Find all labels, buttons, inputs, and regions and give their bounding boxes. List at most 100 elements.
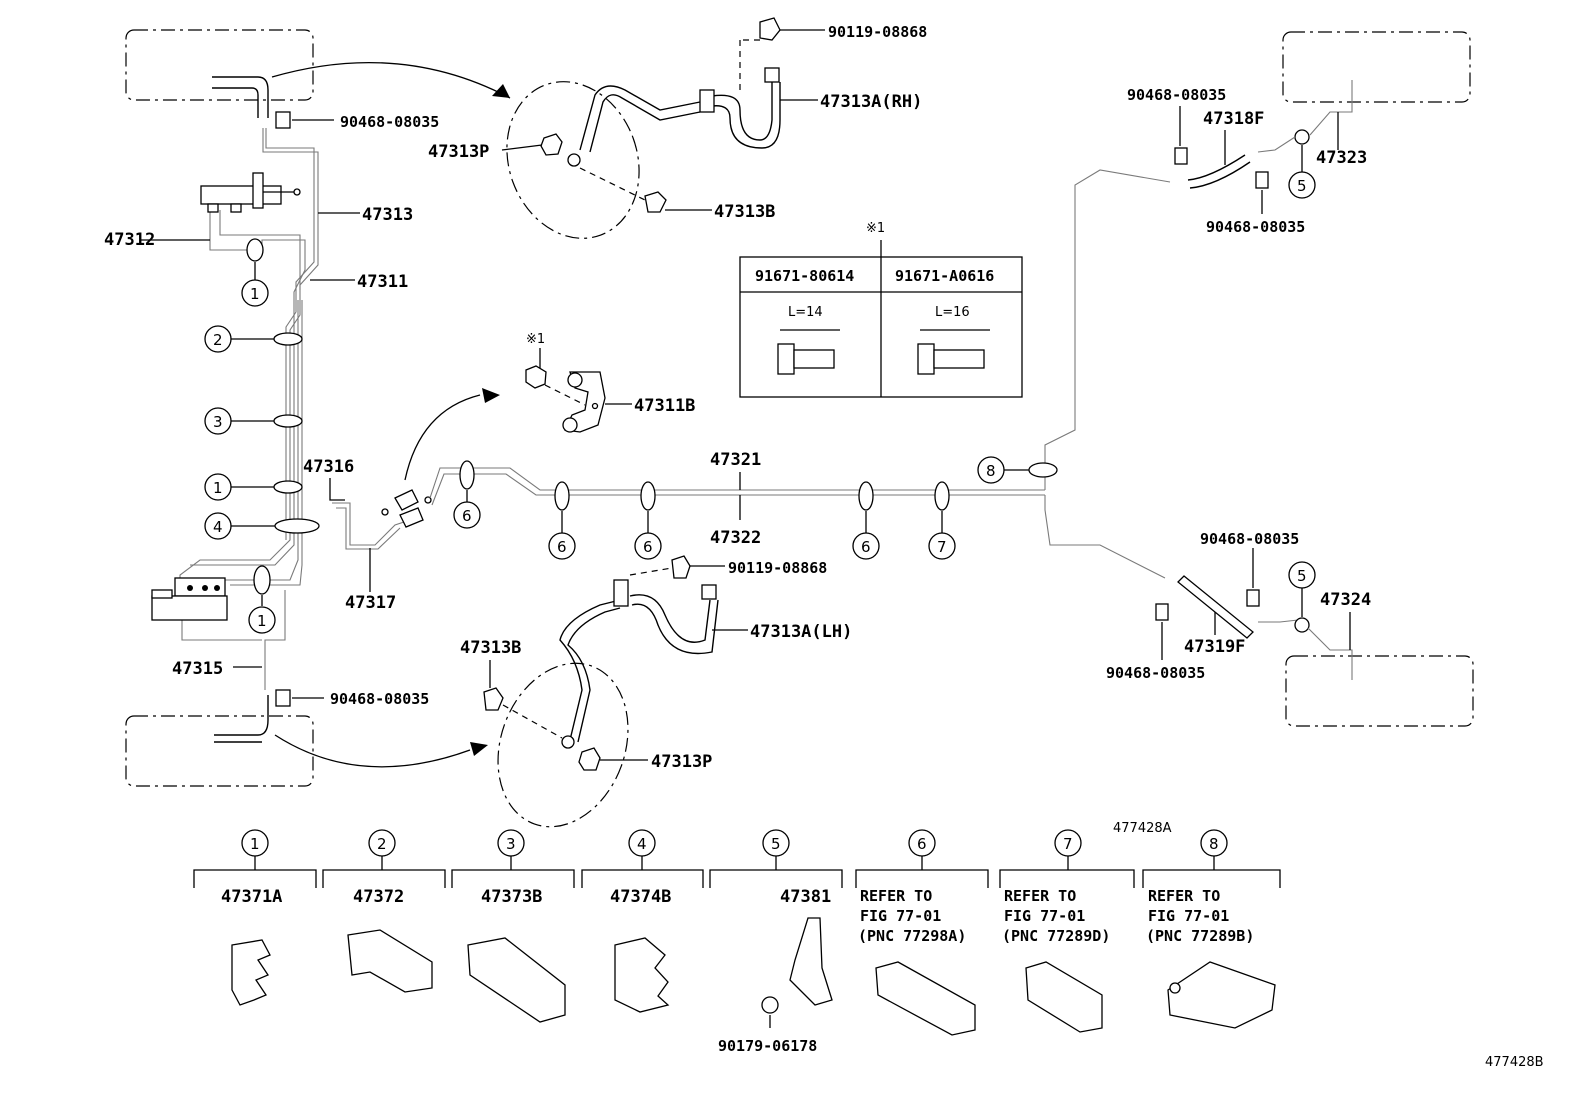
svg-text:8: 8 xyxy=(986,462,996,480)
label-90468-top-left: 90468-08035 xyxy=(340,113,439,131)
bolt-length-1: L=14 xyxy=(788,305,823,320)
flex-hose-47319F xyxy=(1177,575,1254,639)
clip-1-upper xyxy=(246,238,264,262)
bolt-length-2: L=16 xyxy=(935,305,970,320)
legend-pn-47372: 47372 xyxy=(353,887,404,907)
clip-3 xyxy=(273,414,303,428)
clip-5-top xyxy=(1294,129,1310,145)
clip-1-lower xyxy=(253,565,271,595)
svg-text:2: 2 xyxy=(213,331,223,349)
legend-pn-47381: 47381 xyxy=(780,887,831,907)
clip-47374B-icon xyxy=(614,937,670,1013)
note-1-marker-part: ※1 xyxy=(526,332,545,347)
legend-pn-47371A: 47371A xyxy=(221,887,282,907)
clip-1-middle xyxy=(273,480,303,494)
svg-text:5: 5 xyxy=(1297,567,1307,585)
hose-fitting xyxy=(764,67,780,83)
note-1-marker-table: ※1 xyxy=(866,221,885,236)
svg-text:1: 1 xyxy=(213,479,223,497)
arrow-curve-bottom xyxy=(274,734,471,768)
label-47312: 47312 xyxy=(104,230,155,250)
label-47315: 47315 xyxy=(172,659,223,679)
clip-47372-icon xyxy=(347,929,433,993)
label-47313A-RH: 47313A(RH) xyxy=(820,92,922,112)
callout-1-middle xyxy=(204,473,232,501)
callout-6-d xyxy=(852,532,880,560)
clip-5-bottom xyxy=(1294,617,1310,633)
flex-hose-47318F xyxy=(1187,154,1246,181)
legend-pn-47373B: 47373B xyxy=(481,887,542,907)
clip-47371A-icon xyxy=(231,939,271,1006)
clamp-77298A-icon xyxy=(875,961,976,1036)
svg-text:1: 1 xyxy=(250,285,260,303)
front-left-hose-outline xyxy=(212,76,269,118)
svg-text:2: 2 xyxy=(377,835,387,853)
nut-90179-icon xyxy=(761,996,779,1014)
clip-47373B-icon xyxy=(467,937,566,1023)
banjo-fitting xyxy=(567,153,581,167)
clip-icon xyxy=(275,111,291,129)
svg-text:6: 6 xyxy=(557,538,567,556)
bolt-pn-2: 91671-A0616 xyxy=(895,267,994,285)
flex-hose-rh xyxy=(579,85,701,151)
bolt-47313B-bottom xyxy=(483,687,504,711)
callout-5-bottom xyxy=(1288,561,1316,589)
arrow-head xyxy=(492,84,510,98)
clip-90468-tr1 xyxy=(1174,147,1188,165)
clip-7 xyxy=(934,481,950,511)
label-90119-bottom: 90119-08868 xyxy=(728,559,827,577)
clip-6-c xyxy=(640,481,656,511)
svg-text:4: 4 xyxy=(213,518,223,536)
bolt-90119-bottom xyxy=(671,555,691,579)
flex-hose-lh xyxy=(559,599,621,741)
bracket-47381-icon xyxy=(789,917,833,1006)
svg-text:5: 5 xyxy=(771,835,781,853)
clip-4 xyxy=(274,518,320,534)
label-47321: 47321 xyxy=(710,450,761,470)
callout-1-upper xyxy=(241,279,269,307)
callout-8 xyxy=(977,456,1005,484)
clip-90468-tr2 xyxy=(1255,171,1269,189)
legend-ref7-line2: FIG 77-01 xyxy=(1004,907,1085,925)
legend-ref6-line3: (PNC 77298A) xyxy=(858,927,966,945)
clip-90468-br1 xyxy=(1246,589,1260,607)
svg-text:7: 7 xyxy=(937,538,947,556)
front-left-brake-area-box xyxy=(125,29,314,101)
label-47313B-top: 47313B xyxy=(714,202,775,222)
label-47318F: 47318F xyxy=(1203,109,1264,129)
bracket-47311B xyxy=(525,365,606,433)
rear-brake-lines xyxy=(429,169,1171,579)
pipe-bundle-left xyxy=(179,128,319,690)
clamp-77289B-icon xyxy=(1167,961,1276,1029)
legend-ref7-line3: (PNC 77289D) xyxy=(1002,927,1110,945)
svg-text:1: 1 xyxy=(250,835,260,853)
svg-text:3: 3 xyxy=(506,835,516,853)
clip-8 xyxy=(1028,462,1058,478)
arrow-curve-mid xyxy=(404,394,481,481)
label-47313: 47313 xyxy=(362,205,413,225)
legend-ref6-line2: FIG 77-01 xyxy=(860,907,941,925)
clip-icon-lower xyxy=(275,689,291,707)
gasket-47313P-top xyxy=(540,133,563,156)
label-47319F: 47319F xyxy=(1184,637,1245,657)
abs-actuator xyxy=(151,577,228,621)
label-47316: 47316 xyxy=(303,457,354,477)
front-left-lower-area-box xyxy=(125,715,314,787)
bolt-pn-1: 91671-80614 xyxy=(755,267,854,285)
label-90468-br1: 90468-08035 xyxy=(1200,530,1299,548)
svg-text:1: 1 xyxy=(257,612,267,630)
svg-text:6: 6 xyxy=(462,507,472,525)
svg-text:7: 7 xyxy=(1063,835,1073,853)
hose-bracket-lower xyxy=(613,579,629,607)
label-47311B: 47311B xyxy=(634,396,695,416)
legend-row: 1 47371A 2 47372 3 47373B 4 47374B 5 473… xyxy=(193,829,1281,1055)
legend-pn-47374B: 47374B xyxy=(610,887,671,907)
svg-text:4: 4 xyxy=(637,835,647,853)
legend-pn-90179: 90179-06178 xyxy=(718,1037,817,1055)
callout-6-a xyxy=(453,501,481,529)
callout-4 xyxy=(204,512,232,540)
bolt-47313B-top xyxy=(644,191,667,213)
callout-5-top xyxy=(1288,171,1316,199)
